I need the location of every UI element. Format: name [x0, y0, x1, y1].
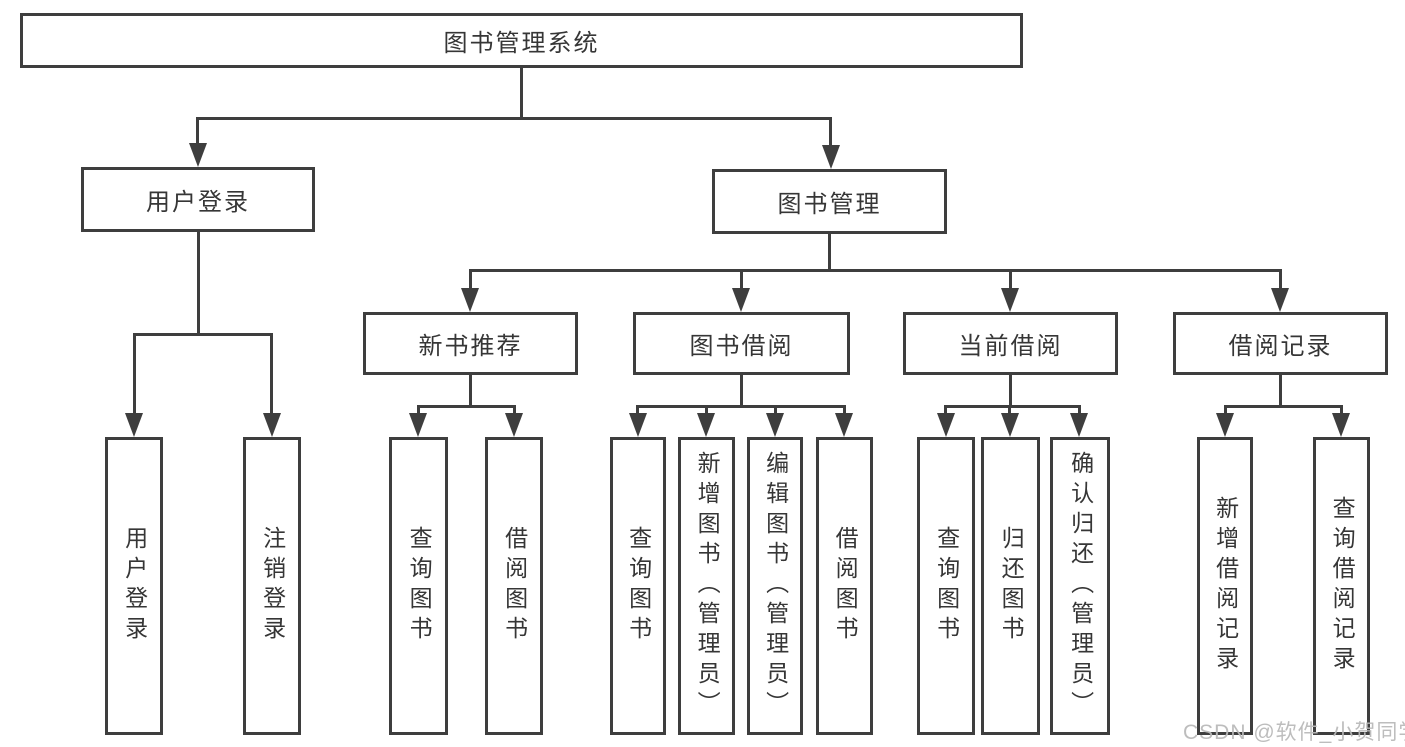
leaf-edit-books-admin: 编辑图书（管理员） [747, 437, 803, 735]
connector-line [829, 117, 832, 149]
arrowhead-down-icon [189, 143, 207, 167]
node-book-borrow: 图书借阅 [633, 312, 850, 375]
leaf-query-books-recommend-label: 查询图书 [406, 526, 433, 646]
node-book-management-label: 图书管理 [777, 191, 882, 218]
connector-line [1078, 405, 1081, 417]
connector-line [469, 269, 472, 291]
connector-line [1009, 269, 1012, 291]
connector-line [417, 405, 516, 408]
node-new-book-recommend: 新书推荐 [363, 312, 578, 375]
arrowhead-down-icon [505, 413, 523, 437]
connector-line [197, 232, 200, 336]
leaf-query-books-recommend: 查询图书 [389, 437, 448, 735]
leaf-borrow-books-recommend: 借阅图书 [485, 437, 543, 735]
connector-line [636, 405, 639, 417]
arrowhead-down-icon [1271, 288, 1289, 312]
connector-line [944, 405, 1081, 408]
arrowhead-down-icon [937, 413, 955, 437]
arrowhead-down-icon [1001, 288, 1019, 312]
arrowhead-down-icon [835, 413, 853, 437]
node-user-login: 用户登录 [81, 167, 315, 232]
connector-line [828, 234, 831, 271]
connector-line [843, 405, 846, 417]
node-borrow-records-label: 借阅记录 [1228, 333, 1333, 360]
connector-line [636, 405, 846, 408]
connector-line [944, 405, 947, 417]
node-user-login-label: 用户登录 [146, 189, 250, 216]
watermark: CSDN @软件_小贺同学 [1183, 721, 1405, 744]
node-root: 图书管理系统 [20, 13, 1023, 68]
leaf-return-books: 归还图书 [981, 437, 1040, 735]
leaf-query-borrow-record: 查询借阅记录 [1313, 437, 1370, 735]
arrowhead-down-icon [732, 288, 750, 312]
connector-line [513, 405, 516, 417]
leaf-user-login: 用户登录 [105, 437, 163, 735]
arrowhead-down-icon [461, 288, 479, 312]
connector-line [1224, 405, 1227, 417]
leaf-logout-label: 注销登录 [259, 526, 286, 646]
connector-line [1009, 375, 1012, 408]
arrowhead-down-icon [629, 413, 647, 437]
leaf-edit-books-admin-label: 编辑图书（管理员） [762, 451, 789, 721]
leaf-add-borrow-record: 新增借阅记录 [1197, 437, 1253, 735]
node-current-borrow-label: 当前借阅 [958, 333, 1063, 360]
arrowhead-down-icon [697, 413, 715, 437]
leaf-query-borrow-record-label: 查询借阅记录 [1329, 496, 1356, 676]
leaf-query-books-borrow: 查询图书 [610, 437, 666, 735]
node-current-borrow: 当前借阅 [903, 312, 1118, 375]
leaf-borrow-books: 借阅图书 [816, 437, 873, 735]
leaf-confirm-return-admin-label: 确认归还（管理员） [1067, 451, 1094, 721]
connector-line [740, 375, 743, 408]
connector-line [1008, 405, 1011, 417]
connector-line [469, 269, 1282, 272]
arrowhead-down-icon [1216, 413, 1234, 437]
leaf-logout: 注销登录 [243, 437, 301, 735]
connector-line [1279, 269, 1282, 291]
leaf-add-books-admin: 新增图书（管理员） [678, 437, 735, 735]
connector-line [196, 117, 199, 147]
arrowhead-down-icon [1070, 413, 1088, 437]
connector-line [417, 405, 420, 417]
node-book-management: 图书管理 [712, 169, 947, 234]
connector-line [740, 269, 743, 291]
connector-line [133, 333, 273, 336]
node-borrow-records: 借阅记录 [1173, 312, 1388, 375]
arrowhead-down-icon [263, 413, 281, 437]
connector-line [705, 405, 708, 417]
leaf-return-books-label: 归还图书 [998, 526, 1025, 646]
connector-line [196, 117, 832, 120]
connector-line [774, 405, 777, 417]
leaf-add-borrow-record-label: 新增借阅记录 [1212, 496, 1239, 676]
arrowhead-down-icon [766, 413, 784, 437]
connector-line [1279, 375, 1282, 408]
connector-line [133, 333, 136, 415]
arrowhead-down-icon [125, 413, 143, 437]
leaf-user-login-label: 用户登录 [121, 526, 148, 646]
node-book-borrow-label: 图书借阅 [689, 333, 794, 360]
leaf-query-books-current-label: 查询图书 [933, 526, 960, 646]
leaf-query-books-borrow-label: 查询图书 [625, 526, 652, 646]
arrowhead-down-icon [409, 413, 427, 437]
node-root-label: 图书管理系统 [443, 30, 600, 57]
arrowhead-down-icon [1001, 413, 1019, 437]
leaf-borrow-books-label: 借阅图书 [832, 526, 859, 646]
leaf-confirm-return-admin: 确认归还（管理员） [1050, 437, 1110, 735]
connector-line [520, 68, 523, 120]
node-new-book-recommend-label: 新书推荐 [418, 333, 523, 360]
leaf-add-books-admin-label: 新增图书（管理员） [694, 451, 721, 721]
connector-line [469, 375, 472, 408]
arrowhead-down-icon [1332, 413, 1350, 437]
arrowhead-down-icon [822, 145, 840, 169]
connector-line [1224, 405, 1343, 408]
leaf-borrow-books-recommend-label: 借阅图书 [501, 526, 528, 646]
connector-line [270, 333, 273, 415]
leaf-query-books-current: 查询图书 [917, 437, 975, 735]
connector-line [1340, 405, 1343, 417]
